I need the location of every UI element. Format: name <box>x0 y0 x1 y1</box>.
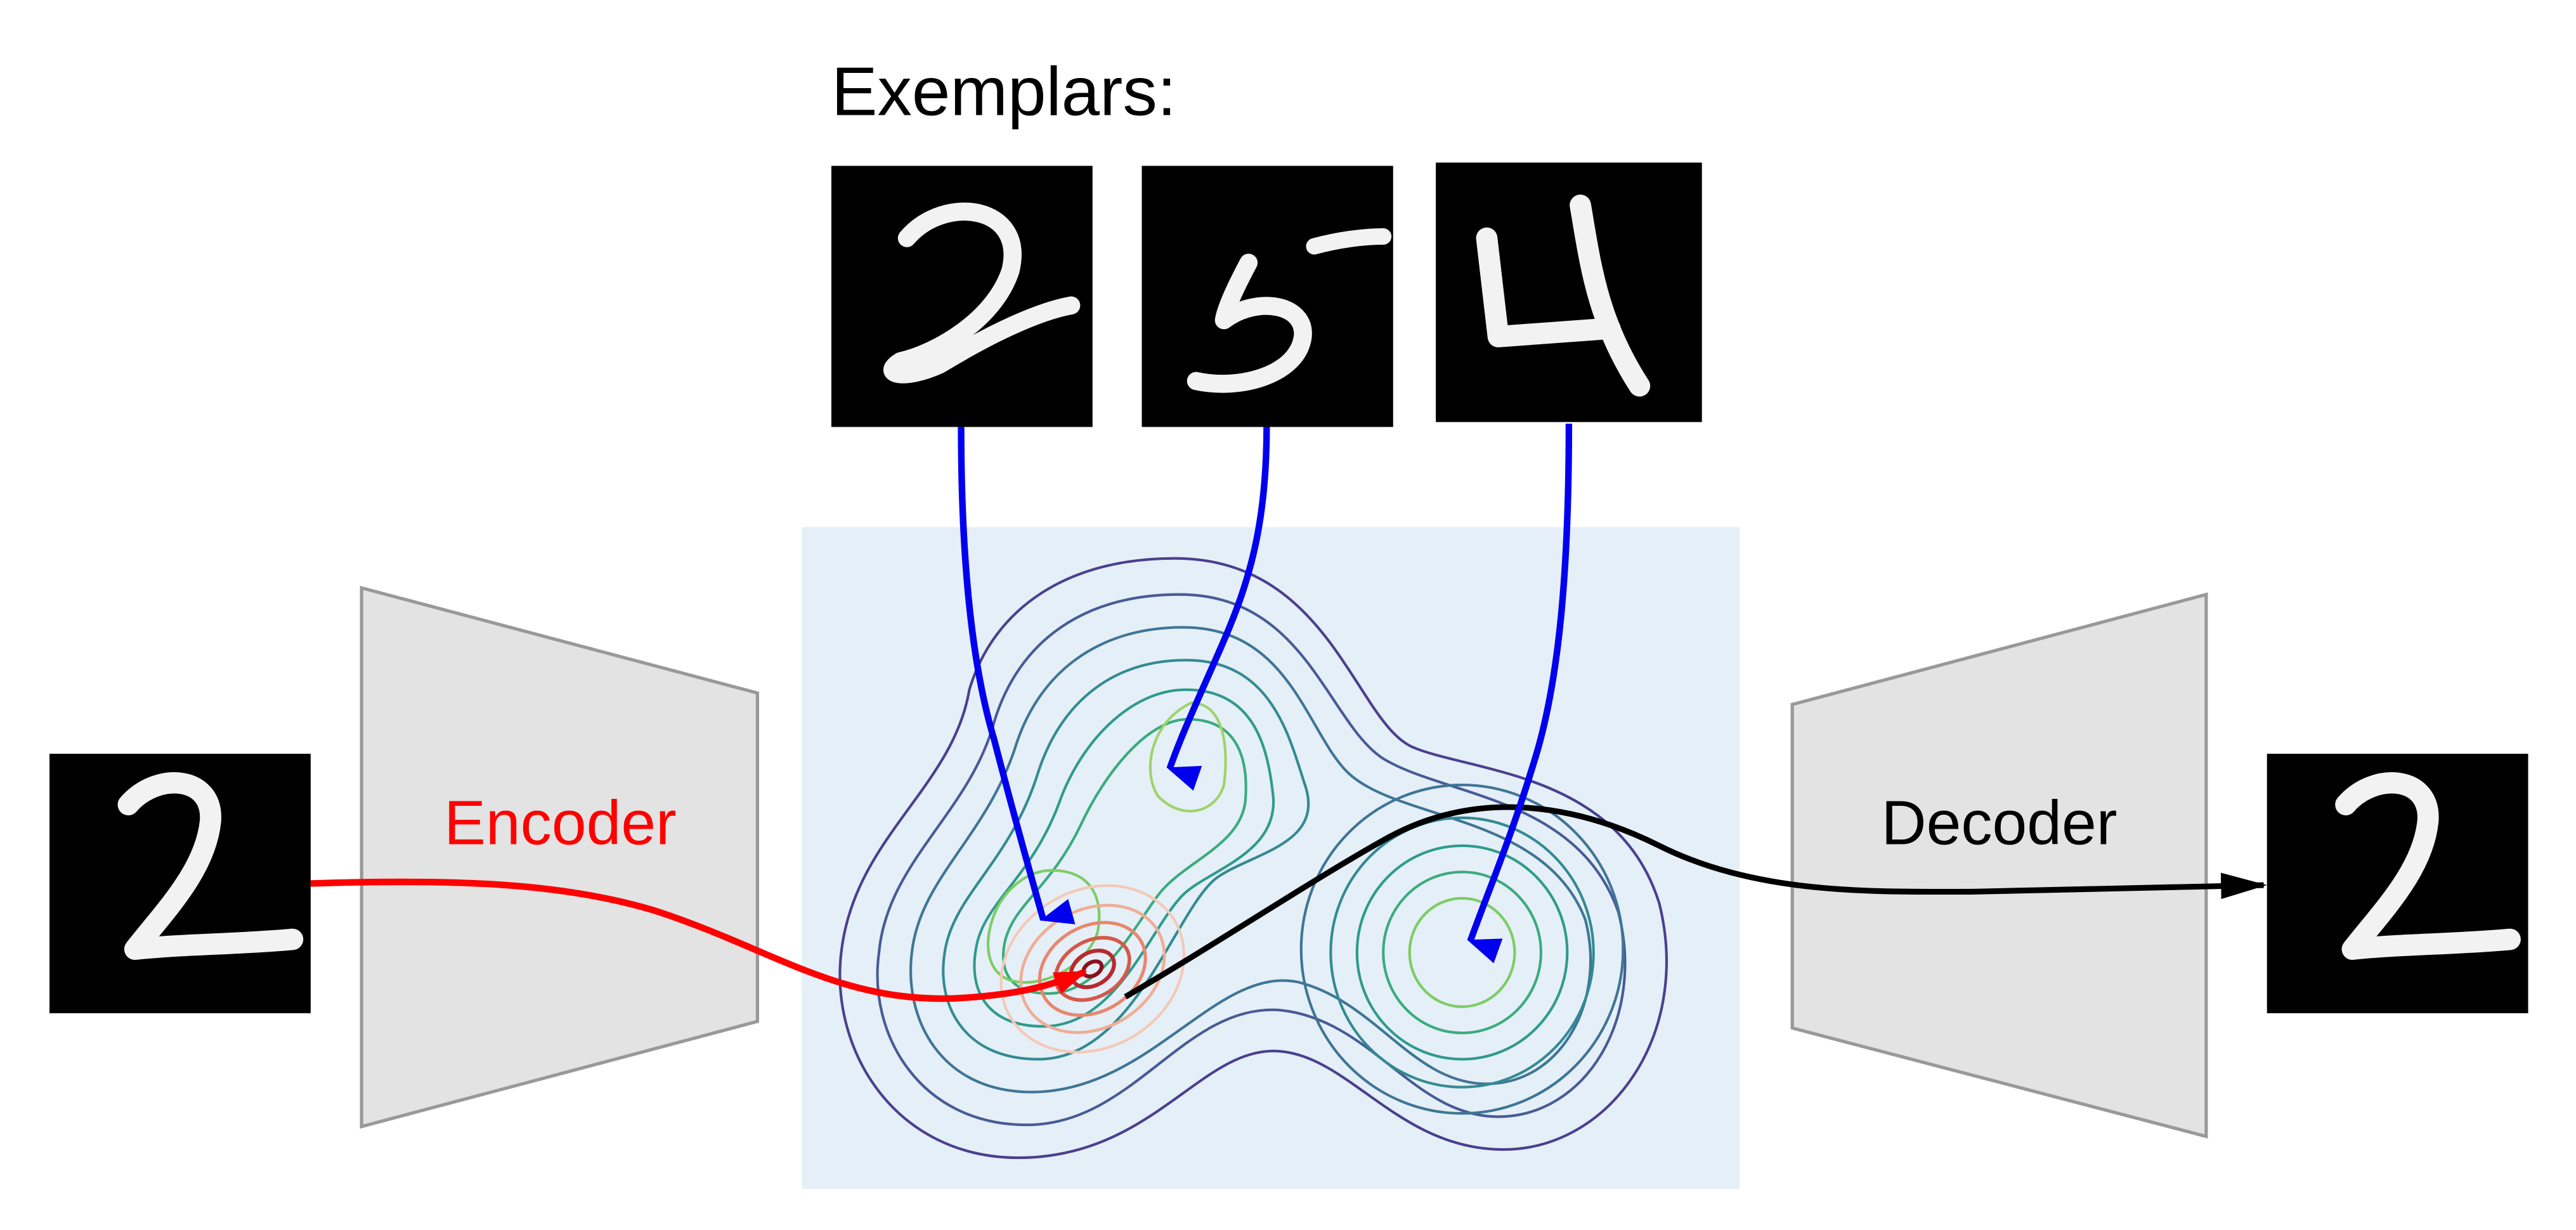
exemplar-arrow-4 <box>1467 424 1573 964</box>
exemplar-image-5: 5 <box>1142 165 1393 427</box>
input-image: 2 <box>49 753 311 1014</box>
decoder-block: Decoder <box>1790 592 2208 1139</box>
decoder-label: Decoder <box>1882 787 2117 857</box>
encoder-arrow <box>310 878 1088 1002</box>
latent-space-panel <box>802 527 1740 1189</box>
encoder-block: Encoder <box>360 585 759 1129</box>
density-contours <box>838 557 1668 1160</box>
decoder-arrow <box>1124 804 2267 1000</box>
exemplar-image-4: 4 <box>1436 162 1702 422</box>
exemplars-heading: Exemplars: <box>831 53 1176 130</box>
exemplar-image-2: 2 <box>831 165 1093 427</box>
encoder-label: Encoder <box>444 787 677 857</box>
exemplar-arrow-2 <box>958 427 1076 924</box>
exemplar-arrow-5 <box>1166 427 1270 791</box>
output-image: 2 <box>2267 753 2528 1014</box>
